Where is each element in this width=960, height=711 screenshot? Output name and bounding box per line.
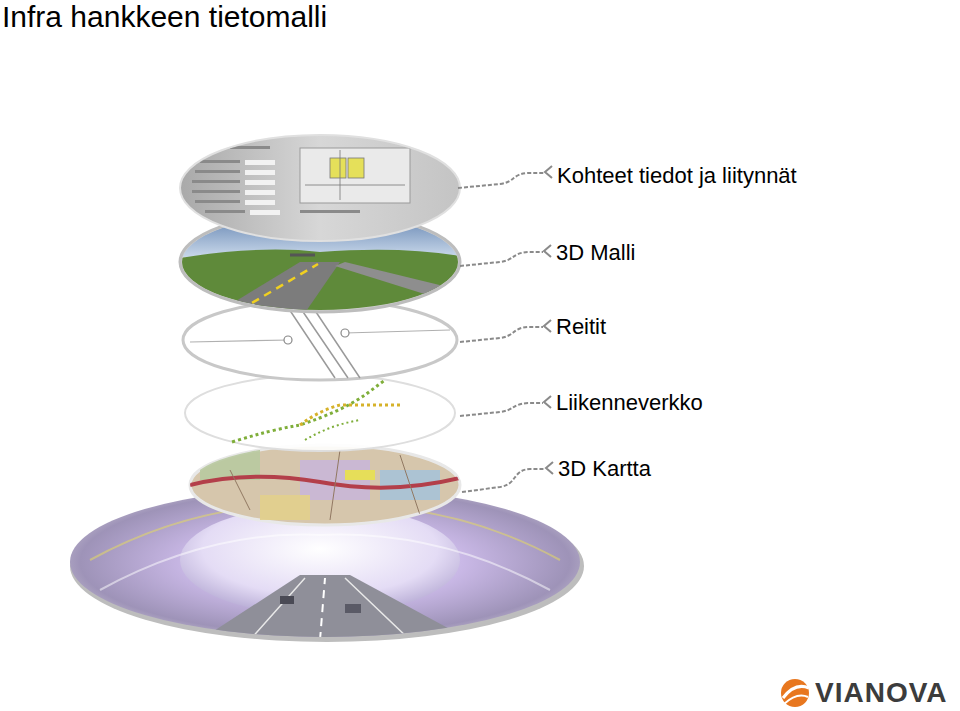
map-disc [190, 445, 460, 525]
leader-lines [458, 173, 545, 492]
page-title: Infra hankkeen tietomalli [2, 0, 327, 35]
network-disc [185, 375, 455, 451]
data-disc [180, 135, 460, 241]
layer-label: Reitit [556, 314, 606, 339]
layer-label: 3D Malli [556, 240, 635, 265]
logo-icon [781, 679, 809, 707]
layer-label: Liikenneverkko [556, 390, 703, 415]
layer-label: Kohteet tiedot ja liitynnät [557, 163, 797, 188]
layer-label: 3D Kartta [558, 456, 651, 481]
leader-chevrons [544, 166, 553, 474]
logo-text: VIANOVA [815, 677, 948, 709]
